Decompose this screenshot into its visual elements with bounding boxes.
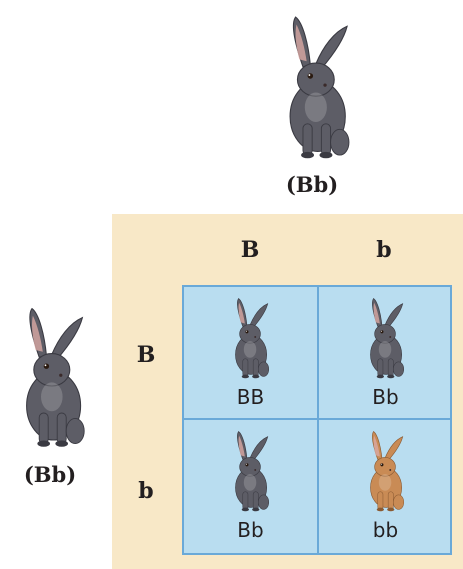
offspring-rabbit-image xyxy=(358,293,410,383)
offspring-genotype-label: Bb xyxy=(237,518,264,542)
row-allele-1: B xyxy=(136,342,156,368)
offspring-rabbit-image-brown xyxy=(358,426,410,516)
column-allele-1: B xyxy=(240,237,260,263)
top-parent-genotype-label: (Bb) xyxy=(285,172,339,197)
punnett-square-grid: BB Bb Bb bb xyxy=(182,285,452,555)
offspring-cell-Bb: Bb xyxy=(319,287,452,418)
offspring-rabbit-image xyxy=(223,426,275,516)
offspring-cell-Bb: Bb xyxy=(184,420,317,551)
grid-horizontal-divider xyxy=(184,418,450,420)
offspring-rabbit-image xyxy=(223,293,275,383)
left-parent-rabbit-image xyxy=(5,298,95,456)
row-allele-2: b xyxy=(138,478,154,504)
column-allele-2: b xyxy=(376,237,392,263)
left-parent-genotype-label: (Bb) xyxy=(23,462,77,487)
offspring-genotype-label: bb xyxy=(372,518,399,542)
top-parent-rabbit-image xyxy=(268,8,360,166)
offspring-cell-BB: BB xyxy=(184,287,317,418)
offspring-cell-bb: bb xyxy=(319,420,452,551)
offspring-genotype-label: BB xyxy=(236,385,265,409)
offspring-genotype-label: Bb xyxy=(372,385,399,409)
grid-vertical-divider xyxy=(317,287,319,553)
